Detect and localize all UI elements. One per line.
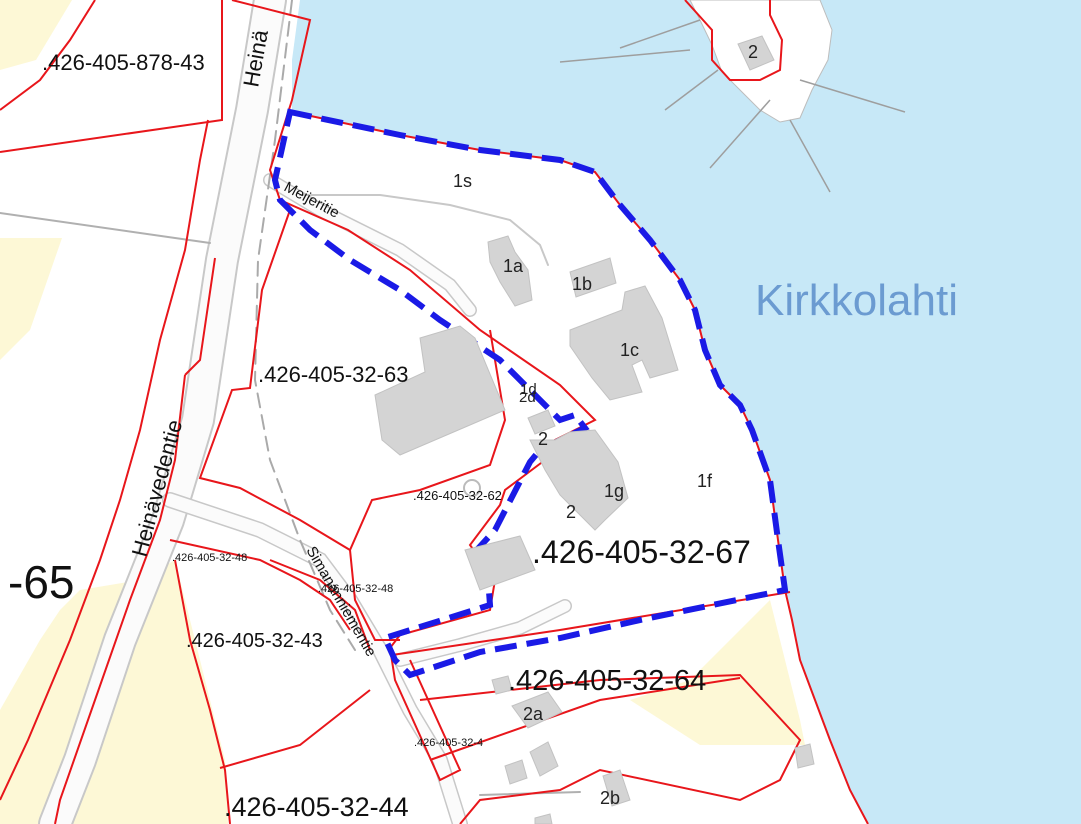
parcel-label-62: .426-405-32-62	[413, 488, 502, 503]
building-1a[interactable]	[487, 235, 533, 307]
parcel-63-boundary	[198, 209, 507, 552]
parcel-label-48a: .426-405-32-48	[172, 552, 247, 564]
building-south1[interactable]	[504, 759, 528, 785]
building-label-2-island: 2	[748, 42, 758, 62]
field-top-left	[0, 0, 72, 70]
building-1g[interactable]	[529, 429, 629, 531]
building-2a-small[interactable]	[491, 675, 513, 695]
lake-label: Kirkkolahti	[755, 276, 958, 325]
parcel-48b-line	[269, 559, 371, 651]
parcel-road-edge-left2	[184, 257, 216, 376]
parcel-878-43-boundary	[0, 0, 96, 111]
building-label-1g: 1g	[604, 481, 624, 501]
roads	[0, 0, 581, 824]
parcel-label-43: .426-405-32-43	[186, 630, 323, 652]
building-island[interactable]	[737, 35, 775, 71]
parcel-label-48b: .426-405-32-48	[318, 583, 393, 595]
building-label-2: 2	[538, 429, 548, 449]
parcel-boundary-top	[0, 0, 223, 153]
field-left	[0, 238, 62, 360]
round-structure	[463, 479, 481, 497]
building-corner[interactable]	[534, 813, 553, 824]
building-67[interactable]	[464, 535, 536, 591]
parcel-label-44: .426-405-32-44	[224, 792, 409, 822]
building-2-small[interactable]	[527, 409, 556, 435]
parcel-label-4: .426-405-32-4	[414, 737, 483, 749]
jetty-lines	[559, 19, 906, 193]
building-label-2d: 2d	[519, 389, 536, 406]
road-left-branch	[0, 212, 211, 244]
building-label-1s: 1s	[453, 171, 472, 191]
building-east[interactable]	[794, 743, 815, 769]
building-label-1d: 1d	[520, 381, 537, 398]
parcel-62-boundary	[349, 549, 400, 641]
lake-area	[292, 0, 1081, 824]
building-label-2b: 2b	[600, 788, 620, 808]
parcel-64-south	[419, 673, 802, 824]
building-1c[interactable]	[569, 285, 679, 401]
building-label-1f: 1f	[697, 471, 713, 491]
parcel-road-west-edge	[0, 119, 209, 801]
building-1b[interactable]	[569, 257, 617, 298]
parcel-label-63: .426-405-32-63	[258, 362, 408, 387]
building-label-1c: 1c	[620, 340, 639, 360]
parcel-48-boundary	[174, 559, 231, 824]
parcel-64-inner	[429, 677, 741, 761]
building-south2[interactable]	[529, 741, 559, 777]
parcel-label-65: -65	[8, 556, 74, 608]
parcel-label-878-43: .426-405-878-43	[42, 50, 205, 75]
parcel-label-64: .426-405-32-64	[508, 665, 706, 697]
parcel-64-boundary	[391, 591, 791, 656]
parcel-road-edge-left	[54, 374, 186, 824]
parcel-43-boundary	[169, 539, 351, 631]
building-labels: 1s 1a 1b 1c 1d 2d 2 1g 2 1f 2a 2b 2	[453, 42, 758, 808]
building-2b[interactable]	[602, 769, 631, 807]
building-label-2a: 2a	[523, 704, 544, 724]
buildings	[374, 35, 815, 824]
field-lower-right	[630, 600, 805, 745]
parcel-label-67: .426-405-32-67	[532, 534, 751, 570]
building-label-1b: 1b	[572, 274, 592, 294]
building-63[interactable]	[374, 325, 506, 456]
parcel-43-south	[219, 689, 371, 769]
parcel-boundaries	[0, 0, 869, 824]
road-inner-curve	[299, 194, 549, 266]
building-label-1a: 1a	[503, 256, 524, 276]
island-parcel-line	[684, 0, 784, 81]
building-2a[interactable]	[511, 691, 563, 729]
building-label-2-lower: 2	[566, 502, 576, 522]
